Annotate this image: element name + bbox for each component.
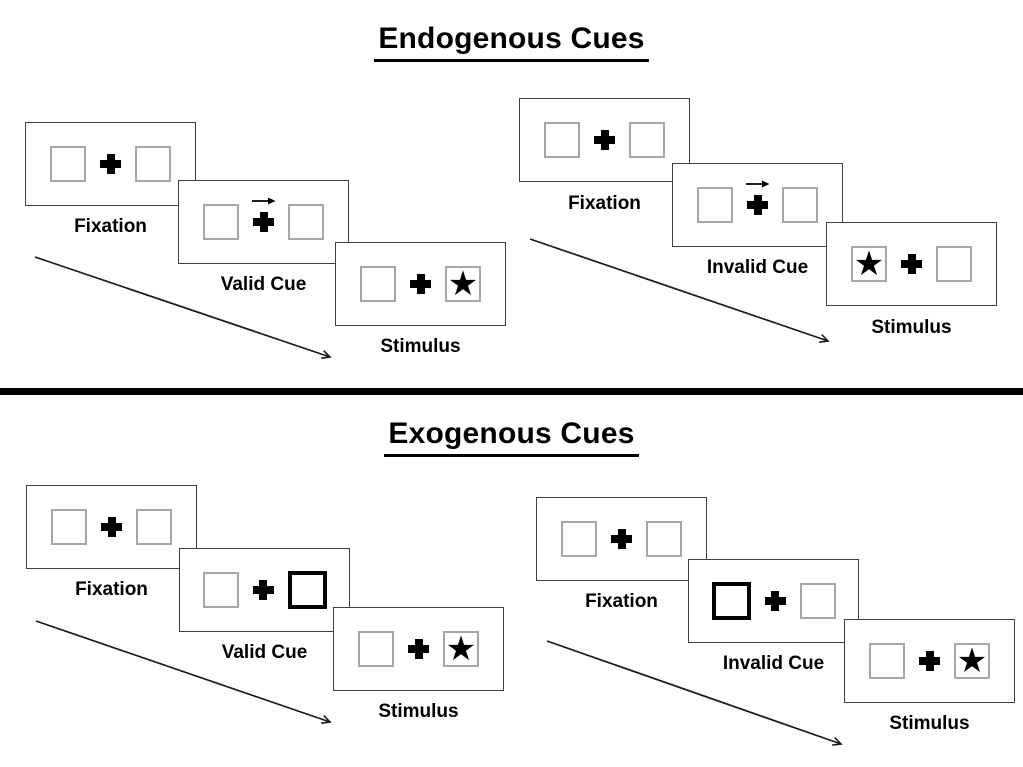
left-placeholder-box — [360, 266, 396, 302]
panel-label-stimulus: Stimulus — [378, 701, 459, 722]
panel-label-stimulus: Stimulus — [889, 713, 970, 734]
timeline-arrow — [35, 620, 332, 724]
section-divider — [0, 388, 1023, 395]
right-placeholder-box — [782, 187, 818, 223]
stimulus-panel: ★ — [335, 242, 506, 326]
fixation-cross-icon — [100, 154, 121, 174]
timeline-arrow — [529, 238, 830, 343]
section-title-exogenous: Exogenous Cues — [0, 417, 1023, 457]
star-icon: ★ — [447, 264, 479, 304]
panel-label-cue: Valid Cue — [220, 274, 307, 295]
star-icon: ★ — [956, 641, 988, 681]
panel-label-cue: Invalid Cue — [722, 653, 825, 674]
right-placeholder-box — [136, 509, 172, 545]
panel-label-fixation: Fixation — [74, 216, 147, 237]
right-placeholder-box — [799, 583, 836, 619]
panel-label-stimulus: Stimulus — [380, 336, 461, 357]
panel-label-fixation: Fixation — [568, 193, 641, 214]
stimulus-panel: ★ — [333, 607, 504, 691]
fixation-cross-icon — [594, 130, 615, 150]
cue-panel — [672, 163, 843, 247]
right-placeholder-box — [936, 246, 972, 282]
left-placeholder-box — [51, 509, 87, 545]
fixation-cross-icon — [252, 580, 274, 600]
section-title-text: Endogenous Cues — [374, 22, 649, 62]
stimulus-panel: ★ — [826, 222, 997, 306]
fixation-cross-icon — [410, 274, 431, 294]
left-placeholder-box — [202, 572, 239, 608]
cue-panel — [688, 559, 859, 643]
left-placeholder-box — [50, 146, 86, 182]
fixation-cross-icon — [611, 529, 632, 549]
fixation-panel — [26, 485, 197, 569]
target-box: ★ — [851, 246, 887, 282]
panel-label-cue: Valid Cue — [221, 642, 308, 663]
cue-panel — [178, 180, 349, 264]
cue-arrow-icon — [251, 197, 275, 205]
cue-panel — [179, 548, 350, 632]
fixation-cross-icon — [408, 639, 429, 659]
left-placeholder-box — [561, 521, 597, 557]
target-box: ★ — [445, 266, 481, 302]
section-title-endogenous: Endogenous Cues — [0, 22, 1023, 62]
left-placeholder-box — [544, 122, 580, 158]
fixation-panel — [25, 122, 196, 206]
right-placeholder-box — [629, 122, 665, 158]
left-placeholder-box — [358, 631, 394, 667]
panel-label-stimulus: Stimulus — [871, 317, 952, 338]
right-placeholder-box — [288, 204, 324, 240]
fixation-cross-icon — [764, 591, 786, 611]
panel-label-fixation: Fixation — [585, 591, 658, 612]
fixation-cross-icon — [901, 254, 922, 274]
panel-label-fixation: Fixation — [75, 579, 148, 600]
fixation-cross-icon — [919, 651, 940, 671]
right-placeholder-box — [646, 521, 682, 557]
left-placeholder-box — [869, 643, 905, 679]
left-placeholder-box — [697, 187, 733, 223]
star-icon: ★ — [445, 629, 477, 669]
target-box: ★ — [443, 631, 479, 667]
right-placeholder-box — [135, 146, 171, 182]
fixation-cross-icon — [101, 517, 122, 537]
cue-highlight-box — [287, 571, 327, 609]
cue-arrow-icon — [745, 180, 769, 188]
fixation-cross-icon — [747, 195, 768, 215]
panel-label-cue: Invalid Cue — [706, 257, 809, 278]
fixation-cross-icon — [253, 212, 274, 232]
timeline-arrow — [34, 256, 332, 360]
fixation-panel — [536, 497, 707, 581]
star-icon: ★ — [853, 244, 885, 284]
cue-highlight-box — [711, 582, 751, 620]
target-box: ★ — [954, 643, 990, 679]
fixation-panel — [519, 98, 690, 182]
left-placeholder-box — [203, 204, 239, 240]
stimulus-panel: ★ — [844, 619, 1015, 703]
section-title-text: Exogenous Cues — [384, 417, 639, 457]
